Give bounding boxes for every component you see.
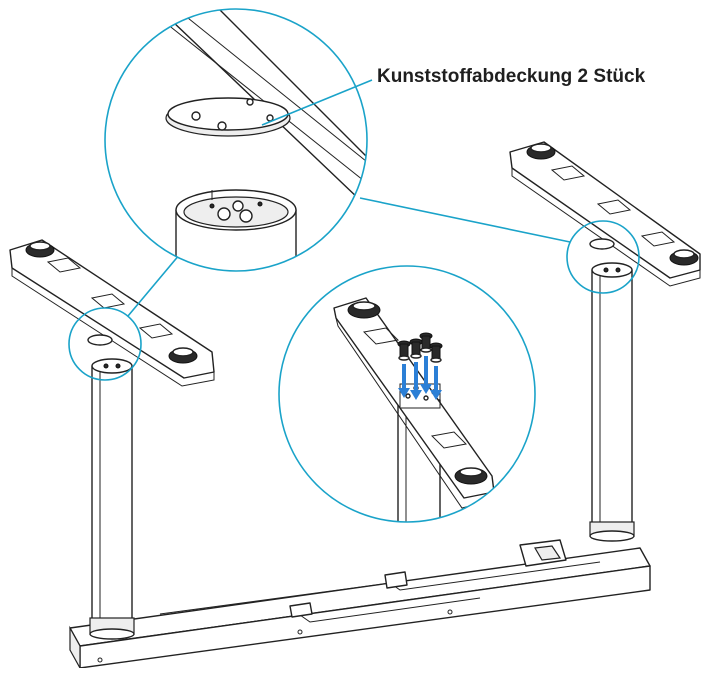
- left-detail-marker: [68, 307, 142, 381]
- connector-line-left: [127, 253, 181, 317]
- arrow-head-2: [410, 390, 422, 400]
- right-leg-plate: [509, 141, 701, 287]
- arrow-head-4: [430, 390, 442, 400]
- callout-leader-line: [261, 79, 373, 126]
- callout-label: Kunststoffabdeckung 2 Stück: [377, 66, 646, 87]
- bottom-frame: [69, 539, 651, 671]
- magnifier-screw-detail: [278, 265, 536, 523]
- left-column: [89, 358, 135, 640]
- arrow-head-1: [398, 388, 410, 398]
- magnifier-cover-detail: [104, 8, 368, 272]
- insert-arrows: [398, 356, 442, 400]
- screw-4: [429, 342, 443, 363]
- right-column: [589, 262, 635, 542]
- right-detail-marker: [566, 220, 640, 294]
- screw-3: [419, 332, 433, 353]
- screws: [397, 332, 443, 363]
- screw-2: [409, 338, 423, 359]
- connector-line-right: [359, 197, 571, 243]
- screw-1: [397, 340, 411, 361]
- arrow-head-3: [420, 384, 432, 394]
